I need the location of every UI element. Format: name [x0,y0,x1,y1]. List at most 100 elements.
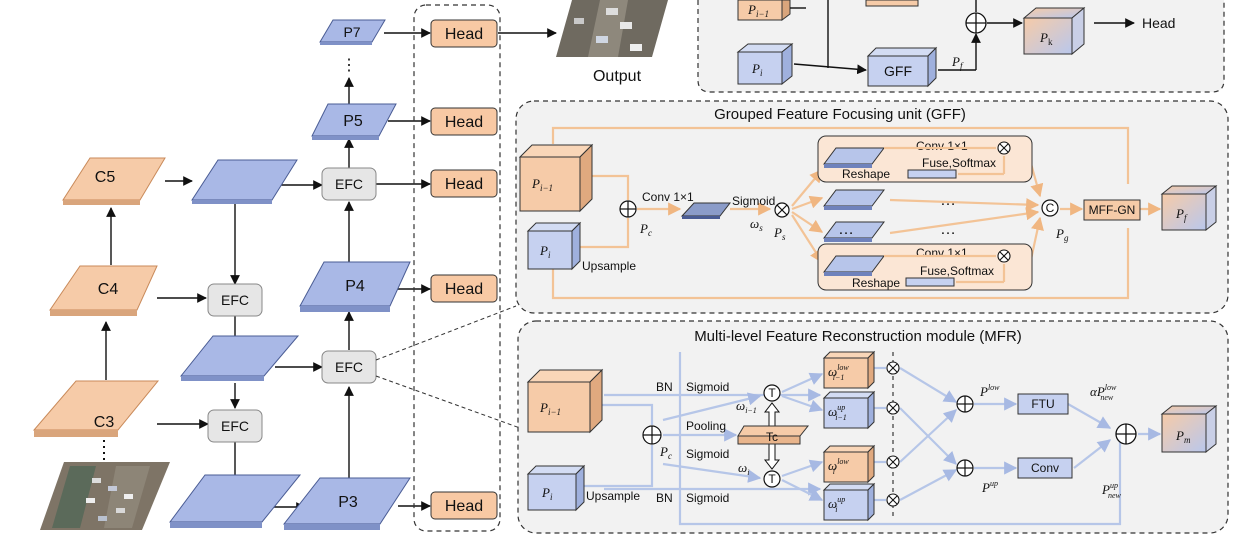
gff-p-i-cube: Pi [526,221,582,271]
gff-mff-label: MFF-GN [1089,203,1136,217]
gff-pg-label: Pg [1055,226,1069,243]
gff-group-middle: … … … [823,189,956,242]
head-label: Head [445,114,483,131]
top-pk-cube: Pk [1022,6,1086,56]
mfr-multiply-operators [886,361,900,507]
gff-pf-cube: Pf [1160,184,1218,232]
gff-title: Grouped Feature Focusing unit (GFF) [714,106,966,123]
c4-feature-map: C4 [49,265,158,316]
svg-text:T: T [768,472,776,486]
p3-feature-map: P3 [282,477,411,530]
p4-feature-map: P4 [299,261,411,312]
mfr-sigmoid-mid-label: Sigmoid [686,447,729,461]
lateral-map-top [191,159,298,204]
head-block-2: Head [430,107,498,136]
efc-label: EFC [221,292,249,308]
gff-conv-top-label: Conv 1×1 [916,139,968,153]
gff-fuse-bot-label: Fuse,Softmax [920,264,994,278]
p7-label: P7 [343,24,360,40]
head-label: Head [445,498,483,515]
top-pf-label: Pf [951,54,964,71]
p5-feature-map: P5 [311,103,397,140]
head-group-container [413,4,501,532]
p7-feature-map: P7 [319,19,386,45]
efc-label: EFC [335,176,363,192]
efc-label: EFC [335,359,363,375]
mfr-add-low [956,395,974,413]
mfr-sigmoid-top-label: Sigmoid [686,380,729,394]
head-label: Head [445,26,483,43]
gff-concat-label: C [1046,201,1055,215]
gff-upsample-label: Upsample [582,259,636,273]
pyramid-ellipsis: ⋮ [341,57,357,74]
top-partial-block [865,0,919,7]
mfr-transform-bottom: T [763,470,781,488]
mfr-p-low-label: Plow [979,383,1000,399]
efc-block-1: EFC [207,283,263,317]
top-pk-label: Pk [1039,30,1053,47]
gff-reshape-top-label: Reshape [842,167,890,181]
backbone-and-pyramid: C5 C4 C3 [32,0,668,532]
mfr-transform-top: T [763,384,781,402]
mfr-p-i-label: Pi [541,485,553,502]
gff-pc-label: Pc [639,221,652,238]
mfr-add-final [1115,423,1137,445]
mfr-pooling-label: Pooling [686,419,726,433]
gff-pf-label: Pf [1175,206,1188,223]
top-p-prev-cube: Pi−1 [737,0,791,21]
mfr-p-up-label: Pup [981,479,998,495]
head-label: Head [445,281,483,298]
top-gff-block: GFF [866,46,938,88]
head-label: Head [445,176,483,193]
lateral-map-bottom [169,474,302,528]
gff-conv-label: Conv 1×1 [642,190,694,204]
top-p-prev-label: Pi−1 [747,2,769,19]
mfr-panel: Multi-level Feature Reconstruction modul… [517,320,1229,534]
lateral-map-middle [179,335,300,381]
c5-feature-map: C5 [62,157,166,205]
mfr-pm-label: Pm [1175,428,1191,445]
mfr-p-i-cube: Pi [526,464,586,512]
head-block-4: Head [430,274,498,303]
output-label: Output [593,68,642,85]
mfr-tc-label: Tc [766,430,778,444]
gff-p-prev-cube: Pi−1 [518,143,594,213]
c5-label: C5 [95,169,116,186]
gff-add-operator [619,200,637,218]
gff-panel: Grouped Feature Focusing unit (GFF) Pi−1 [515,100,1229,314]
top-p-i-cube: Pi [736,42,794,86]
svg-text:T: T [768,386,776,400]
gff-conv-slab [680,202,732,219]
p3-label: P3 [338,494,358,511]
gff-conv-bot-label: Conv 1×1 [916,246,968,260]
mfr-pc-label: Pc [659,444,672,461]
c4-label: C4 [98,281,119,298]
gff-group-top: Conv 1×1 Reshape Fuse,Softmax [817,135,1033,183]
c3-feature-map: C3 [32,380,160,437]
mfr-omega-i-label: ωi [738,460,749,477]
p5-label: P5 [343,113,363,130]
gff-fuse-top-label: Fuse,Softmax [922,156,996,170]
mfr-bn-bot-label: BN [656,491,673,505]
mfr-p-prev-label: Pi−1 [539,400,561,417]
gff-dots-1: … [940,192,956,209]
gff-dots-3: … [838,221,854,238]
mfr-add-operator [642,425,662,445]
mfr-tc-slab: Tc [737,425,810,445]
gff-ps-label: Ps [773,225,786,242]
output-aerial-image [556,0,668,57]
top-gff-label: GFF [884,63,912,79]
efc-overview-panel: Pi−1 Pi GFF Pf [697,0,1225,93]
mfr-conv-block: Conv [1017,457,1073,479]
gff-multiply-operator [774,202,790,218]
mfr-sigmoid-bot-label: Sigmoid [686,491,729,505]
